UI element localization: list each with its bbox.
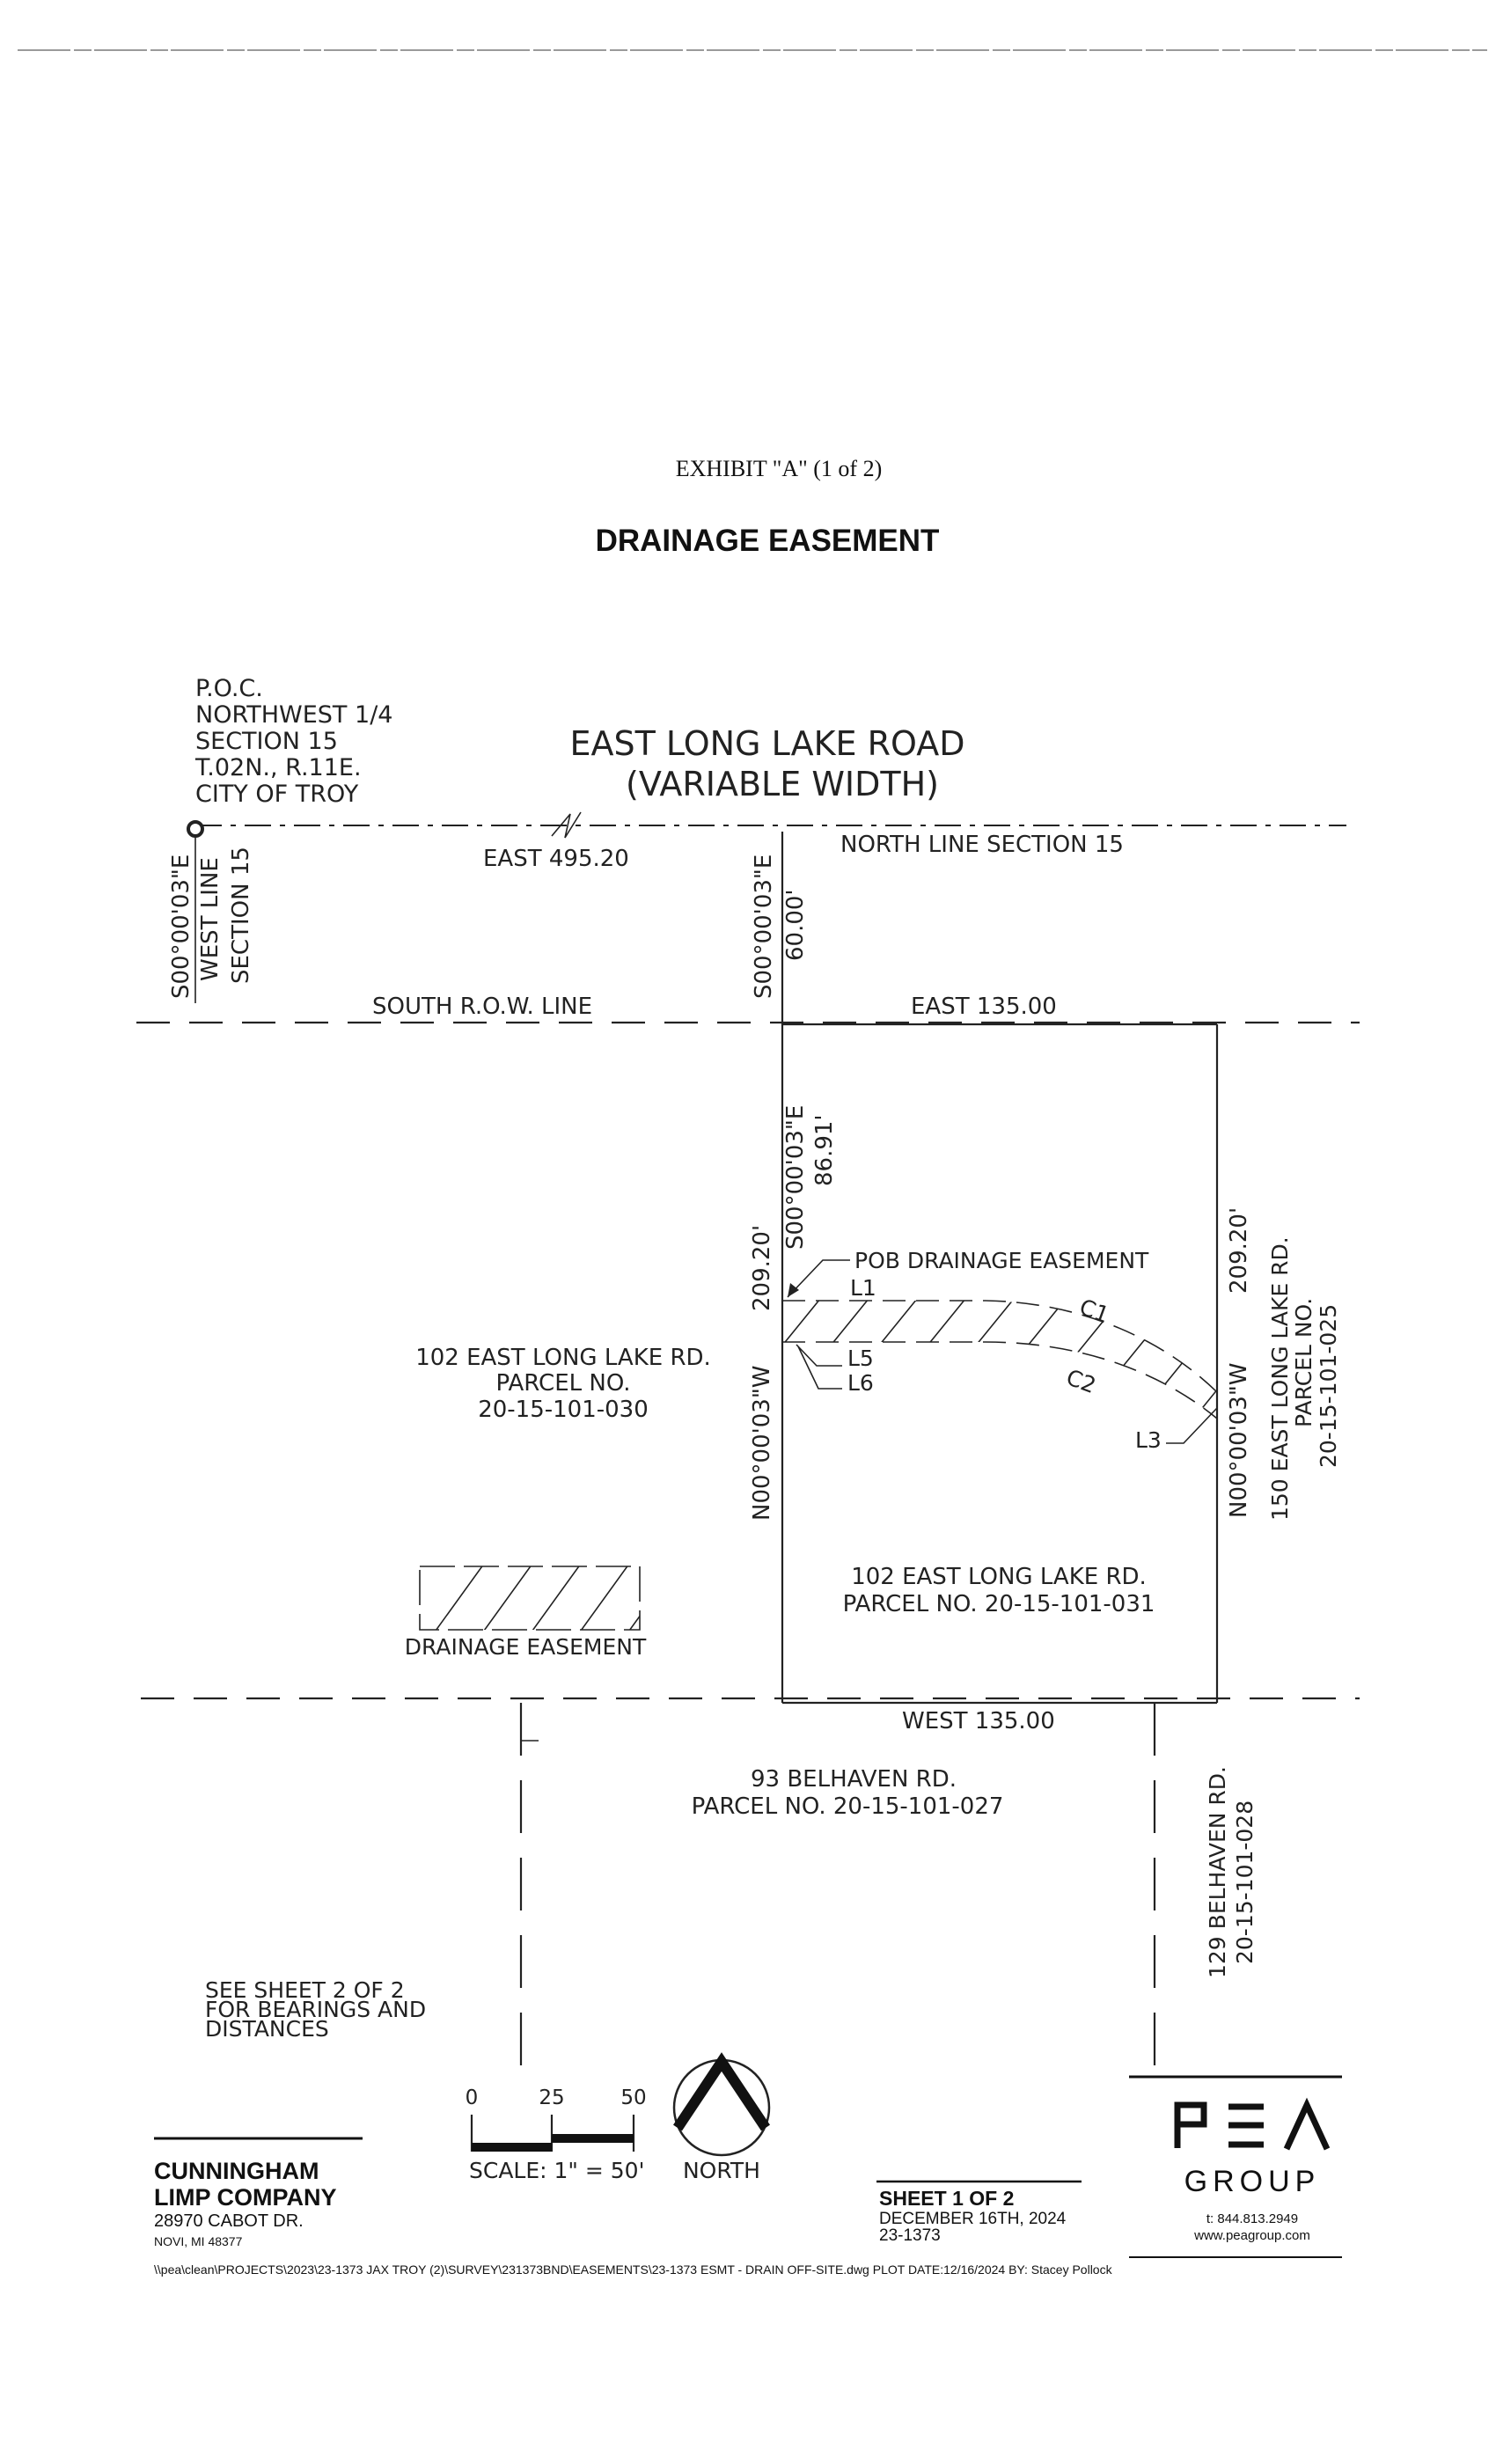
west-135-label: WEST 135.00 xyxy=(902,1708,1055,1734)
label-c2: C2 xyxy=(1063,1364,1099,1398)
row-distance: 60.00' xyxy=(782,889,809,961)
scale-bar-left xyxy=(472,2143,552,2152)
north-label: NORTH xyxy=(683,2158,760,2183)
poc-line5: CITY OF TROY xyxy=(195,781,359,808)
firm-group: GROUP xyxy=(1184,2165,1321,2198)
poc-line4: T.02N., R.11E. xyxy=(194,754,362,781)
l3-leader xyxy=(1166,1407,1218,1444)
poc-line2: NORTHWEST 1/4 xyxy=(195,701,392,729)
break-symbol xyxy=(551,811,582,839)
easement-south-line xyxy=(782,1341,1218,1419)
scale-bar: 0 25 50 SCALE: 1" = 50' xyxy=(466,2086,647,2183)
west-line-bearing: S00°00'03"E xyxy=(168,854,194,999)
legend-drainage-easement: DRAINAGE EASEMENT xyxy=(405,1566,647,1660)
file-path-footer: \\pea\clean\PROJECTS\2023\23-1373 JAX TR… xyxy=(154,2262,1113,2277)
poc-line1: P.O.C. xyxy=(195,675,263,702)
road-width: (VARIABLE WIDTH) xyxy=(626,765,939,803)
legend-hatch xyxy=(435,1566,640,1630)
l5-l6-leaders xyxy=(796,1344,842,1390)
client-name-2: LIMP COMPANY xyxy=(154,2184,337,2211)
east-495-label: EAST 495.20 xyxy=(483,846,629,872)
label-l3: L3 xyxy=(1135,1427,1162,1453)
road-name: EAST LONG LAKE ROAD xyxy=(569,724,964,763)
west-side-distance: 209.20' xyxy=(749,1225,775,1311)
drawing-heading: DRAINAGE EASEMENT xyxy=(596,524,940,558)
north-arrow-icon xyxy=(672,2052,771,2157)
label-l6: L6 xyxy=(847,1370,874,1396)
poc-point-icon xyxy=(187,820,204,838)
parcel-030-number: 20-15-101-030 xyxy=(478,1397,649,1423)
parcel-027-number: PARCEL NO. 20-15-101-027 xyxy=(692,1793,1004,1820)
scale-tick-0: 0 xyxy=(466,2086,479,2109)
scale-bar-right xyxy=(552,2134,634,2143)
pob-bearing: S00°00'03"E xyxy=(782,1105,809,1250)
client-name-1: CUNNINGHAM xyxy=(154,2158,319,2184)
poc-line3: SECTION 15 xyxy=(195,728,338,755)
sheet-job: 23-1373 xyxy=(879,2226,941,2245)
legend-label: DRAINAGE EASEMENT xyxy=(405,1634,647,1660)
east-135-label: EAST 135.00 xyxy=(911,994,1057,1020)
parcel-030-address: 102 EAST LONG LAKE RD. xyxy=(415,1345,711,1371)
south-row-label: SOUTH R.O.W. LINE xyxy=(372,994,592,1020)
east-side-distance: 209.20' xyxy=(1226,1207,1252,1294)
west-line-label: WEST LINE xyxy=(197,857,224,981)
sheet-date: DECEMBER 16TH, 2024 xyxy=(879,2210,1067,2228)
west-line-section: SECTION 15 xyxy=(228,847,254,984)
label-l5: L5 xyxy=(847,1346,874,1371)
note-line1: SEE SHEET 2 OF 2 xyxy=(205,1977,405,2003)
pea-logo-icon xyxy=(1174,2097,1331,2151)
pob-distance: 86.91' xyxy=(811,1114,838,1186)
scale-label: SCALE: 1" = 50' xyxy=(469,2158,644,2183)
scale-tick-25: 25 xyxy=(539,2086,564,2109)
poc-note: P.O.C. NORTHWEST 1/4 SECTION 15 T.02N., … xyxy=(194,675,392,808)
legend-swatch xyxy=(419,1566,641,1631)
easement-hatch xyxy=(782,1301,1217,1419)
parcel-027-address: 93 BELHAVEN RD. xyxy=(751,1766,957,1793)
client-address-2: NOVI, MI 48377 xyxy=(154,2234,243,2248)
parcel-025-number: 20-15-101-025 xyxy=(1316,1304,1341,1468)
pob-leader xyxy=(787,1259,850,1298)
east-side-bearing: N00°00'03"W xyxy=(1226,1362,1252,1518)
parcel-028-number: 20-15-101-028 xyxy=(1232,1800,1258,1964)
note-line2: FOR BEARINGS AND xyxy=(205,1997,426,2022)
pob-arrow-icon xyxy=(788,1283,799,1297)
parcel-025-label: PARCEL NO. xyxy=(1291,1298,1316,1427)
parcel-030-label: PARCEL NO. xyxy=(495,1370,630,1397)
north-line-label: NORTH LINE SECTION 15 xyxy=(840,832,1124,858)
label-l1: L1 xyxy=(850,1275,876,1301)
west-side-bearing: N00°00'03"W xyxy=(749,1365,775,1521)
scale-tick-50: 50 xyxy=(620,2086,646,2109)
label-c1: C1 xyxy=(1076,1294,1112,1328)
client-address-1: 28970 CABOT DR. xyxy=(154,2211,304,2231)
parcel-031-number: PARCEL NO. 20-15-101-031 xyxy=(843,1591,1155,1617)
row-bearing: S00°00'03"E xyxy=(751,854,777,999)
pob-label: POB DRAINAGE EASEMENT xyxy=(854,1248,1149,1273)
drainage-easement-strip xyxy=(782,1300,1218,1419)
note-line3: DISTANCES xyxy=(205,2016,329,2042)
easement-north-line xyxy=(782,1300,1218,1393)
firm-phone: t: 844.813.2949 xyxy=(1206,2211,1298,2226)
firm-web: www.peagroup.com xyxy=(1193,2228,1310,2243)
parcel-025-address: 150 EAST LONG LAKE RD. xyxy=(1267,1236,1293,1521)
exhibit-title: EXHIBIT "A" (1 of 2) xyxy=(676,456,882,481)
parcel-028-address: 129 BELHAVEN RD. xyxy=(1205,1766,1230,1978)
sheet-number: SHEET 1 OF 2 xyxy=(879,2187,1014,2210)
parcel-031-address: 102 EAST LONG LAKE RD. xyxy=(851,1564,1147,1590)
